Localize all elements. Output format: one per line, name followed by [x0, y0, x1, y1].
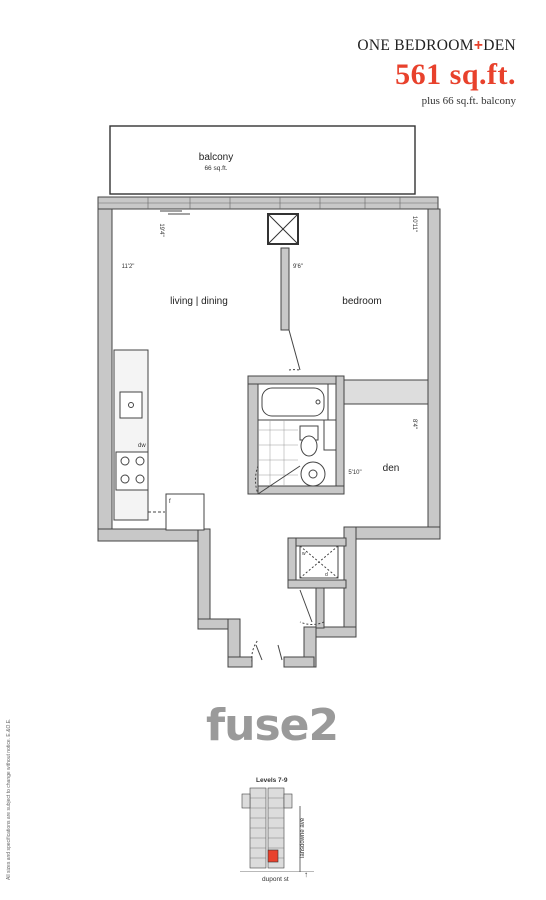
street-lansdowne: lansdowne ave: [300, 817, 306, 858]
dryer-label: d: [325, 572, 328, 578]
kitchen-counter: [113, 349, 205, 531]
dim-den-width: 5'10": [348, 470, 361, 476]
keyplan-unit-highlight: [267, 849, 279, 863]
bathroom-fixtures: [257, 383, 337, 487]
living-label: living | dining: [170, 296, 228, 307]
dim-living-depth: 19'4": [158, 223, 164, 236]
laundry-units: [299, 545, 339, 579]
disclaimer: All sizes and specifications are subject…: [6, 718, 12, 880]
dim-bedroom-depth: 10'11": [411, 216, 417, 232]
balcony-note: plus 66 sq.ft. balcony: [421, 95, 516, 107]
exterior-walls: [97, 208, 441, 668]
dim-bedroom-width: 9'6": [293, 264, 303, 270]
dim-den-depth: 8'4": [411, 419, 417, 429]
door-swings: [251, 329, 325, 663]
floor-plan: balcony 66 sq.ft. living | dining bedroo…: [97, 125, 441, 668]
dishwasher-label: dw: [138, 443, 146, 449]
mechanical-shaft: [267, 213, 299, 245]
interior-walls: [247, 247, 429, 629]
street-dupont: dupont st: [262, 876, 289, 883]
unit-area: 561 sq.ft.: [395, 58, 516, 91]
washer-label: w: [302, 551, 306, 557]
north-arrow-icon: ↑: [304, 870, 308, 879]
dim-living-width: 11'2": [122, 264, 135, 270]
unit-type-title: ONE BEDROOM+DEN: [357, 37, 516, 54]
balcony-label: balcony: [199, 152, 233, 163]
balcony-door: [160, 210, 190, 215]
keyplan-map: [240, 787, 314, 872]
keyplan-levels: Levels 7-9: [256, 777, 288, 784]
fridge-label: f: [169, 499, 171, 505]
bedroom-label: bedroom: [342, 296, 381, 307]
brand-logo: fuse2: [206, 700, 339, 751]
balcony-outline: [109, 125, 416, 195]
den-label: den: [383, 463, 400, 474]
balcony-area: 66 sq.ft.: [204, 165, 227, 172]
